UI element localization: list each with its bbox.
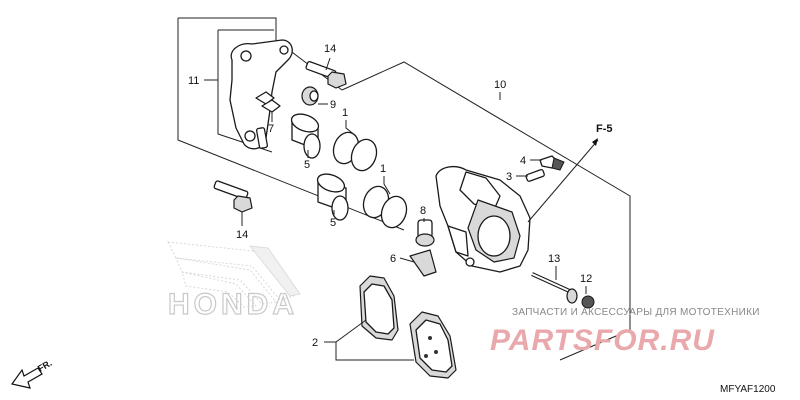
watermark-site: PARTSFOR.RU [490, 324, 715, 357]
callout-2-line-a [324, 319, 367, 343]
callout-12: 12 [580, 273, 592, 285]
callout-14a-line [325, 57, 331, 71]
callout-3: 3 [506, 171, 512, 183]
brake-pad-set [359, 275, 457, 379]
callout-10: 10 [494, 79, 506, 91]
callout-11: 11 [188, 75, 199, 87]
callout-1a-line [345, 120, 357, 137]
diagram-code: MFYAF1200 [720, 384, 776, 395]
callout-5-upper: 5 [304, 159, 310, 171]
direction-label: FR. [36, 358, 54, 374]
bracket-bolt-lower [213, 180, 253, 213]
callout-6: 6 [390, 253, 396, 265]
honda-brand-text: HONDA [168, 288, 298, 321]
bracket-bolt-upper [305, 61, 347, 89]
caliper-piston-upper [290, 113, 321, 159]
pad-pin-plug [581, 295, 595, 309]
callout-2-line-b [335, 342, 414, 361]
piston-seal-set-lower [362, 185, 408, 229]
callout-5-lower: 5 [330, 217, 336, 229]
callout-6-line [399, 257, 415, 263]
front-direction-arrow: FR. [10, 358, 54, 389]
caliper-group-frame [341, 61, 631, 361]
pad-pin [531, 272, 578, 304]
piston-seal-set-upper [332, 131, 378, 172]
pad-retainer-clip [255, 91, 281, 113]
ref-f5-line [527, 139, 599, 223]
ref-label-f5: F-5 [596, 123, 613, 135]
caliper-slide-pin [415, 219, 435, 247]
caliper-body [435, 165, 531, 273]
callout-14-upper: 14 [324, 43, 336, 55]
callout-1-lower: 1 [380, 163, 386, 175]
callout-1b-line [383, 176, 391, 195]
callout-2: 2 [312, 337, 318, 349]
callout-1-upper: 1 [342, 107, 348, 119]
bleed-cap [539, 155, 565, 171]
callout-4: 4 [520, 155, 526, 167]
honda-wing-logo [167, 241, 301, 308]
bleed-valve [525, 169, 545, 182]
ref-f5-arrowhead [592, 138, 598, 146]
callout-13: 13 [548, 253, 560, 265]
callout-7: 7 [268, 123, 274, 135]
callout-8: 8 [420, 205, 426, 217]
pin-boot [301, 86, 319, 106]
callout-14-lower: 14 [236, 229, 248, 241]
pad-spring [409, 249, 437, 277]
callout-9: 9 [330, 99, 336, 111]
caliper-piston-lower [316, 173, 349, 221]
watermark-subtitle: ЗАПЧАСТИ И АКСЕССУАРЫ ДЛЯ МОТОТЕХНИКИ [512, 307, 760, 318]
